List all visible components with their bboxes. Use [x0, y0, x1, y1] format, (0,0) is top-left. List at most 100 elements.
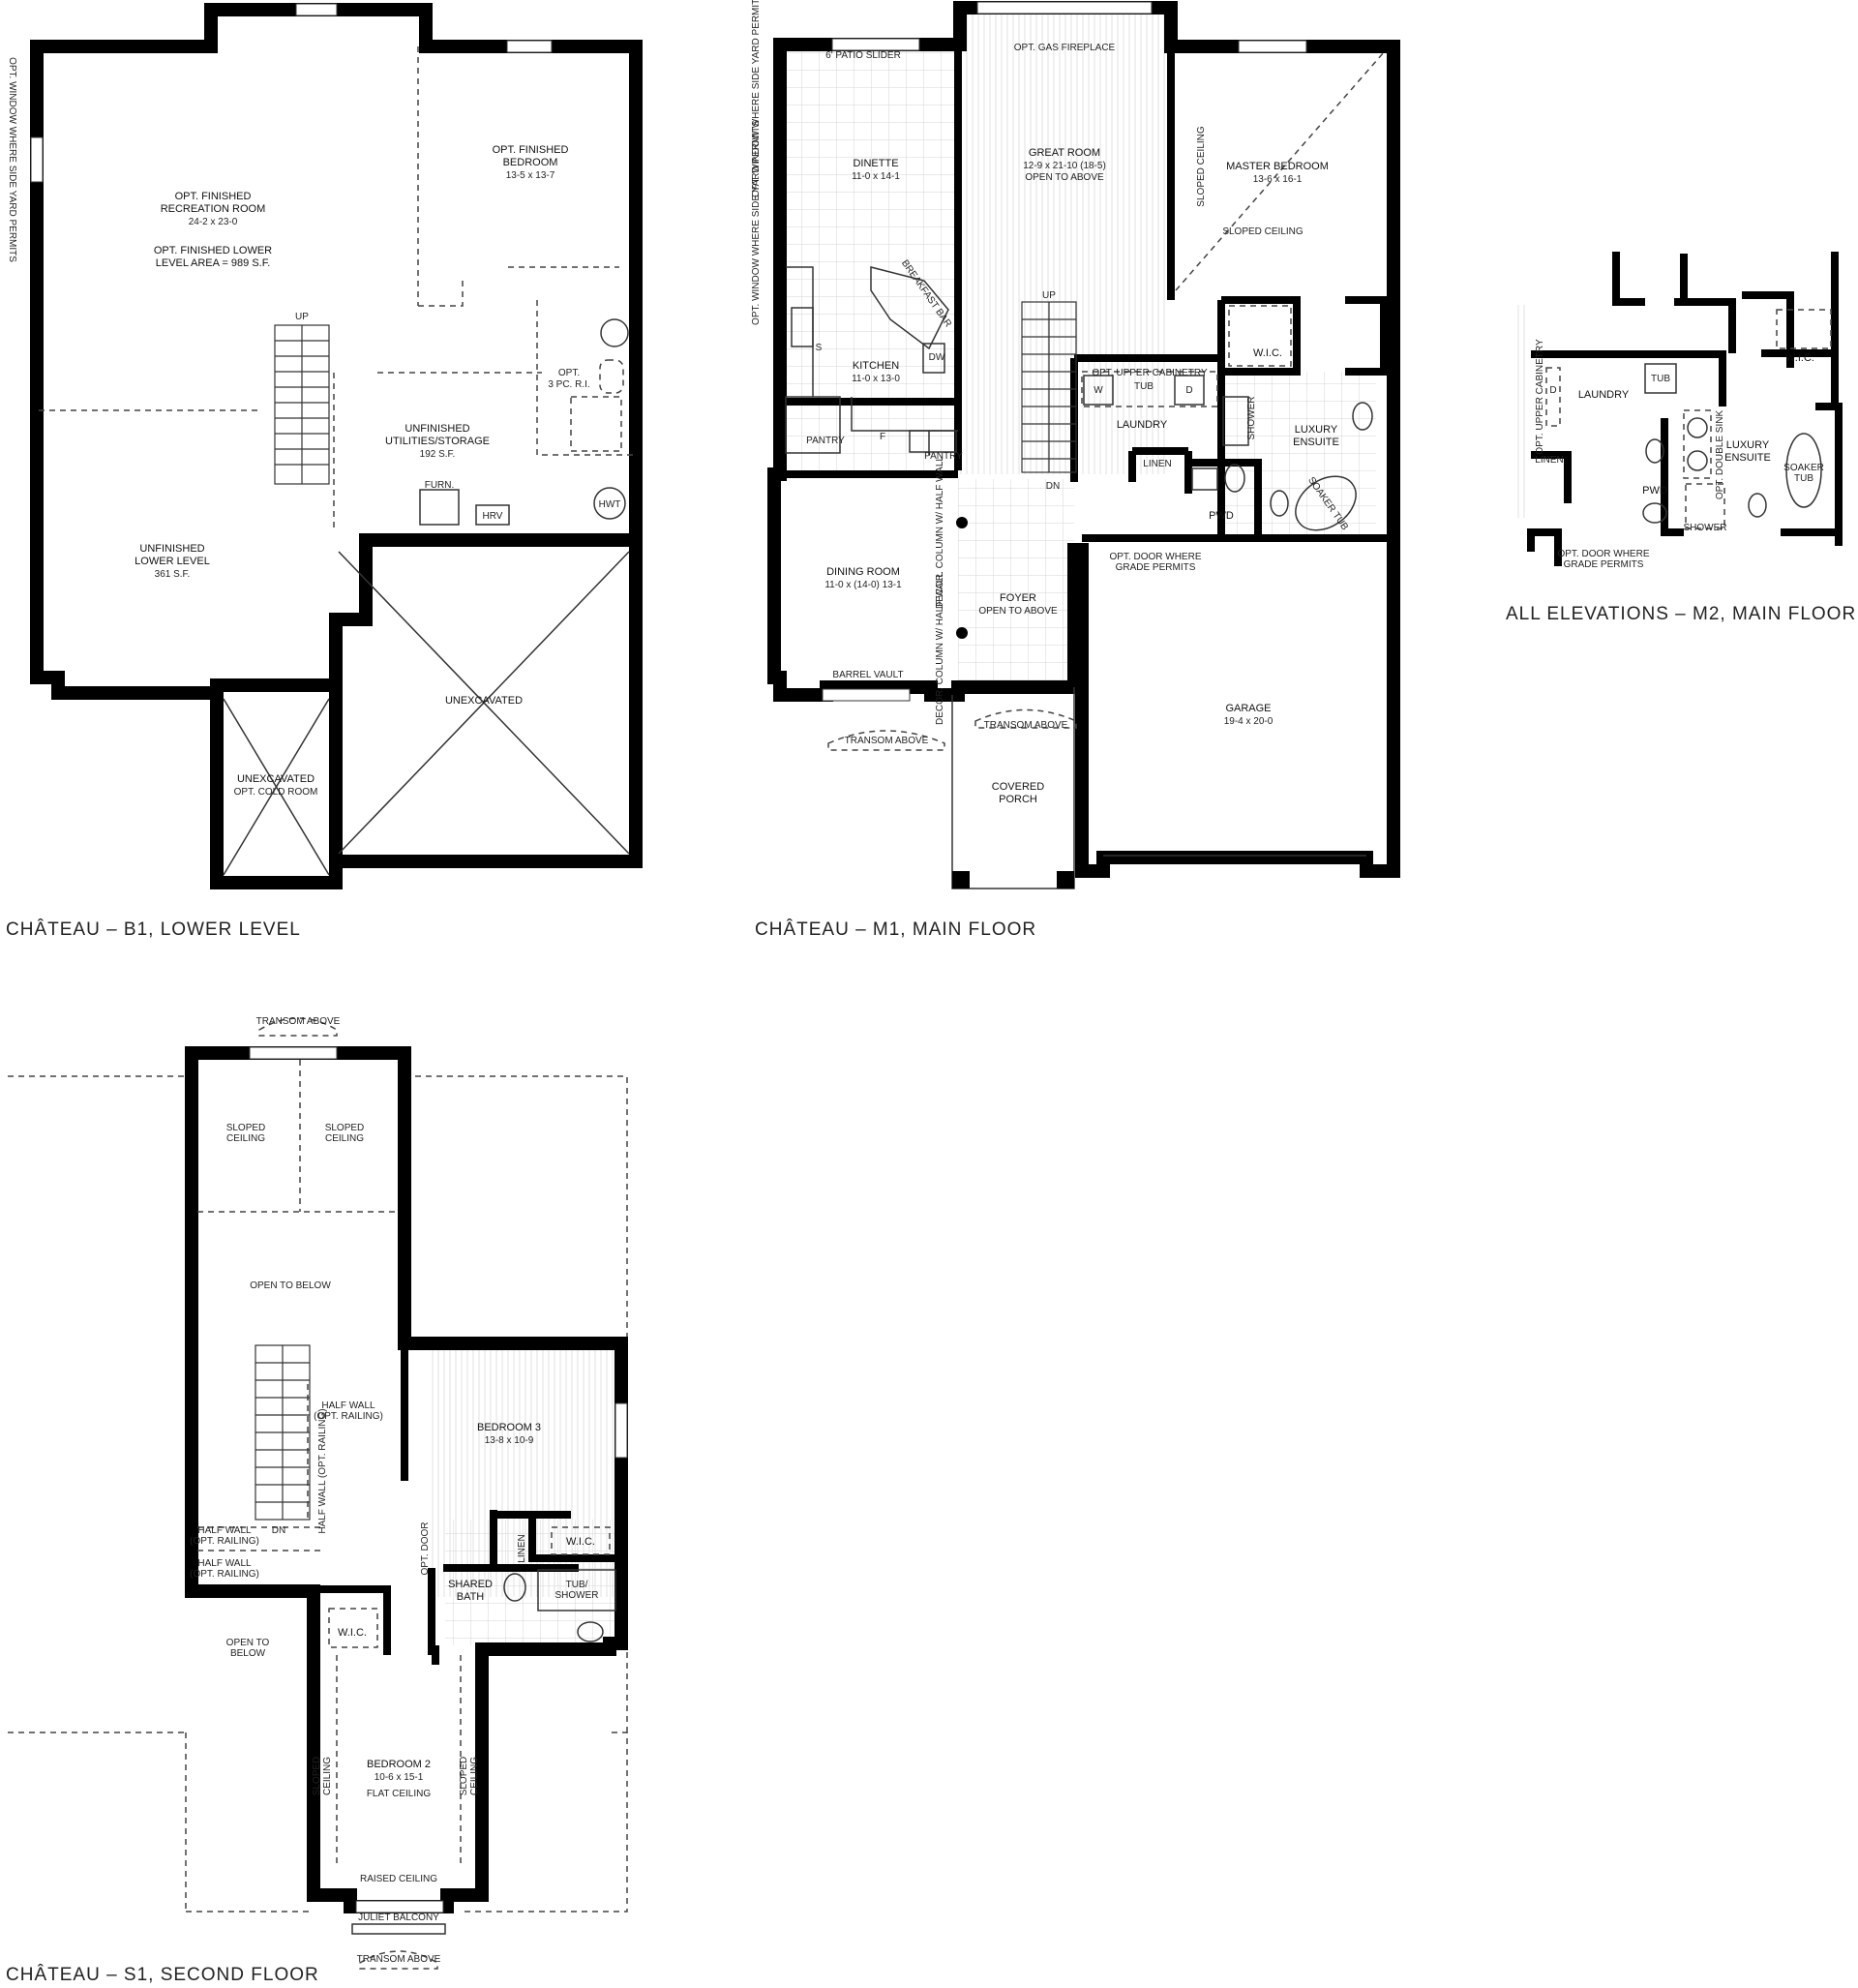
caption-alt-main-floor: ALL ELEVATIONS – M2, MAIN FLOOR	[1506, 604, 1856, 624]
second-half-wall-3b: (OPT. RAILING)	[190, 1569, 259, 1580]
alt-pwd-label: PWD	[1642, 485, 1667, 497]
main-foyer-open: OPEN TO ABOVE	[978, 606, 1058, 617]
main-luxury-2: ENSUITE	[1293, 437, 1339, 448]
washer-icon	[1083, 375, 1114, 406]
lower-toilet-icon	[599, 359, 624, 394]
main-patio-label: 6' PATIO SLIDER	[825, 50, 901, 61]
main-door-grade-2: GRADE PERMITS	[1116, 562, 1196, 573]
lower-unf-1: UNFINISHED	[139, 543, 204, 555]
caption-lower-level: CHÂTEAU – B1, LOWER LEVEL	[6, 919, 301, 940]
decor-column-2	[956, 627, 968, 639]
main-w-label: W	[1094, 385, 1103, 396]
second-half-wall-vertical: HALF WALL (OPT. RAILING)	[317, 1408, 328, 1533]
lower-util-3: 192 S.F.	[420, 449, 456, 460]
main-dw-label: DW	[929, 352, 945, 363]
main-side-window-1: OPT. WINDOW WHERE SIDE YARD PERMITS	[751, 0, 762, 197]
main-sloped-2: SLOPED CEILING	[1222, 226, 1304, 237]
alt-shower-label: SHOWER	[1684, 523, 1727, 533]
alt-double-sink-label: OPT. DOUBLE SINK	[1715, 410, 1725, 500]
lower-outer-wall	[30, 3, 643, 700]
lower-stair	[274, 324, 330, 485]
second-sloped-2a: SLOPED	[325, 1123, 365, 1133]
second-half-wall-2b: (OPT. RAILING)	[190, 1536, 259, 1547]
ensuite-toilet-icon	[1270, 490, 1289, 517]
lower-shower-icon	[570, 396, 622, 452]
alt-soaker-tub-icon	[1785, 433, 1822, 508]
second-shared-2: BATH	[457, 1591, 485, 1603]
decor-column-1	[956, 517, 968, 528]
main-d-label: D	[1185, 385, 1192, 396]
alt-wic-label: W.I.C.	[1785, 352, 1814, 364]
alt-d-label: D	[1549, 385, 1556, 396]
main-porch-2: PORCH	[999, 794, 1037, 805]
alt-soaker-2: TUB	[1794, 473, 1813, 484]
main-pantry-2: PANTRY	[924, 451, 963, 462]
main-dn-label: DN	[1046, 481, 1060, 492]
main-kitchen-dim: 11-0 x 13-0	[852, 374, 900, 384]
main-great-room-open: OPEN TO ABOVE	[1025, 172, 1104, 183]
alt-soaker-1: SOAKER	[1783, 463, 1824, 473]
lower-pc-2: 3 PC. R.I.	[548, 379, 589, 390]
lower-util-1: UNFINISHED	[405, 423, 469, 435]
main-laundry-label: LAUNDRY	[1117, 419, 1168, 431]
main-dinette-dim: 11-0 x 14-1	[852, 171, 900, 182]
lower-hwt-label: HWT	[599, 499, 621, 510]
lower-cold-room-wall	[210, 693, 343, 889]
dishwasher-icon	[922, 343, 945, 374]
lower-bed-title2: BEDROOM	[503, 157, 558, 168]
second-stair	[255, 1344, 311, 1521]
caption-second-floor: CHÂTEAU – S1, SECOND FLOOR	[6, 1964, 319, 1985]
second-sloped-4a: SLOPED	[459, 1757, 469, 1796]
main-linen-label: LINEN	[1143, 459, 1171, 469]
main-stove-icon	[791, 307, 814, 347]
alt-tub-label: TUB	[1651, 374, 1670, 384]
main-fireplace-label: OPT. GAS FIREPLACE	[1014, 43, 1116, 53]
second-half-wall-1a: HALF WALL	[321, 1401, 375, 1411]
main-garage-dim: 19-4 x 20-0	[1224, 716, 1274, 727]
main-pantry-1: PANTRY	[806, 436, 845, 446]
main-upper-cab-label: OPT. UPPER CABINETRY	[1092, 368, 1208, 378]
main-porch-1: COVERED	[992, 781, 1044, 793]
lower-bed-title: OPT. FINISHED	[493, 144, 569, 156]
second-tub-2: SHOWER	[555, 1590, 599, 1601]
main-dining-label: DINING ROOM	[826, 566, 900, 578]
alt-main-floor-plan	[1517, 252, 1843, 566]
main-side-window-2: OPT. WINDOW WHERE SIDE YARD PERMITS	[751, 120, 762, 325]
main-up-label: UP	[1042, 290, 1056, 301]
main-kitchen-label: KITCHEN	[853, 360, 899, 372]
alt-upper-cab-label: OPT. UPPER CABINETRY	[1535, 339, 1545, 455]
second-dn-label: DN	[272, 1525, 285, 1536]
furnace-icon	[419, 489, 460, 526]
second-juliet-label: JULIET BALCONY	[358, 1913, 439, 1923]
pwd-sink-icon	[1191, 467, 1218, 491]
main-wic-label: W.I.C.	[1253, 347, 1282, 359]
main-stair	[1021, 301, 1077, 473]
lower-unf-2: LOWER LEVEL	[135, 556, 210, 567]
second-floor-plan	[8, 1017, 628, 1970]
main-pwd-label: PWD	[1209, 510, 1234, 522]
second-transom-bottom: TRANSOM ABOVE	[357, 1954, 441, 1965]
second-half-wall-1b: (OPT. RAILING)	[314, 1411, 383, 1422]
lower-area-2: LEVEL AREA = 989 S.F.	[156, 257, 271, 269]
main-transom-1: TRANSOM ABOVE	[845, 736, 929, 746]
main-luxury-1: LUXURY	[1295, 424, 1338, 436]
second-wic-2: W.I.C.	[338, 1627, 367, 1639]
soaker-tub-icon	[1295, 475, 1357, 531]
lower-util-2: UTILITIES/STORAGE	[385, 436, 490, 447]
alt-luxury-2: ENSUITE	[1724, 452, 1771, 464]
main-f-label: F	[880, 432, 885, 442]
main-column-2-label: DECOR. COLUMN W/ HALF WALL	[935, 572, 945, 725]
lower-unexcavated-label: UNEXCAVATED	[445, 695, 523, 707]
second-open-2a: OPEN TO	[226, 1638, 270, 1648]
main-dining-dim: 11-0 x (14-0) 13-1	[824, 580, 902, 590]
second-sloped-4b: CEILING	[469, 1757, 480, 1795]
lower-rec-title2: RECREATION ROOM	[161, 203, 266, 215]
second-linen-label: LINEN	[517, 1534, 527, 1562]
second-sloped-1a: SLOPED	[226, 1123, 266, 1133]
main-garage-label: GARAGE	[1225, 703, 1271, 714]
main-great-room-label: GREAT ROOM	[1029, 147, 1100, 159]
second-sloped-1b: CEILING	[226, 1133, 265, 1144]
second-bedroom-2-dim: 10-6 x 15-1	[375, 1772, 424, 1783]
lower-area-1: OPT. FINISHED LOWER	[154, 245, 272, 256]
lower-unf-3: 361 S.F.	[155, 569, 191, 580]
